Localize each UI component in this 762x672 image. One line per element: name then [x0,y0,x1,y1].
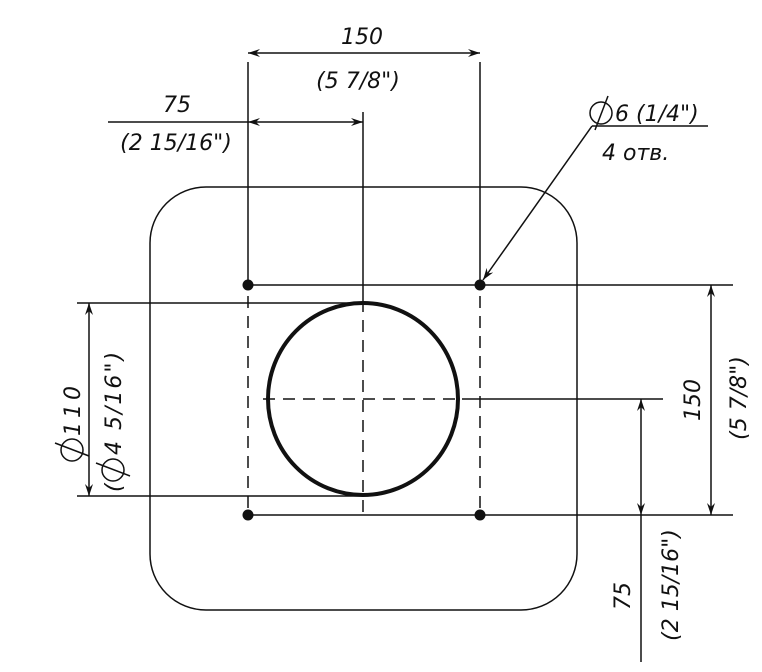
dim-150-vertical-label: 150 [681,379,706,421]
dim-75-label: 75 [163,93,191,118]
diameter-symbol-icon [54,438,90,462]
mounting-hole [474,509,486,521]
dim-75-vertical-imperial: (2 15/16") [659,529,684,641]
mounting-hole [242,279,254,291]
dim-75-imperial: (2 15/16") [120,131,232,156]
hole-diameter-label: 6 (1/4") [615,102,699,127]
dim-150-vertical-imperial: (5 7/8") [727,356,752,440]
mounting-hole [242,509,254,521]
hole-leader [482,125,593,281]
diameter-symbol-icon [589,95,613,131]
dim-110-label: 110 [61,382,86,436]
diameter-symbol-icon [95,458,131,482]
hole-count-label: 4 отв. [602,141,669,166]
dim-150-imperial: (5 7/8") [316,69,400,94]
dim-110-imperial: 4 5/16") [102,350,127,455]
dim-150-label: 150 [341,25,383,50]
mounting-hole [474,279,486,291]
dim-75-vertical-label: 75 [611,582,636,610]
dim-110-open-paren: ( [102,482,127,492]
